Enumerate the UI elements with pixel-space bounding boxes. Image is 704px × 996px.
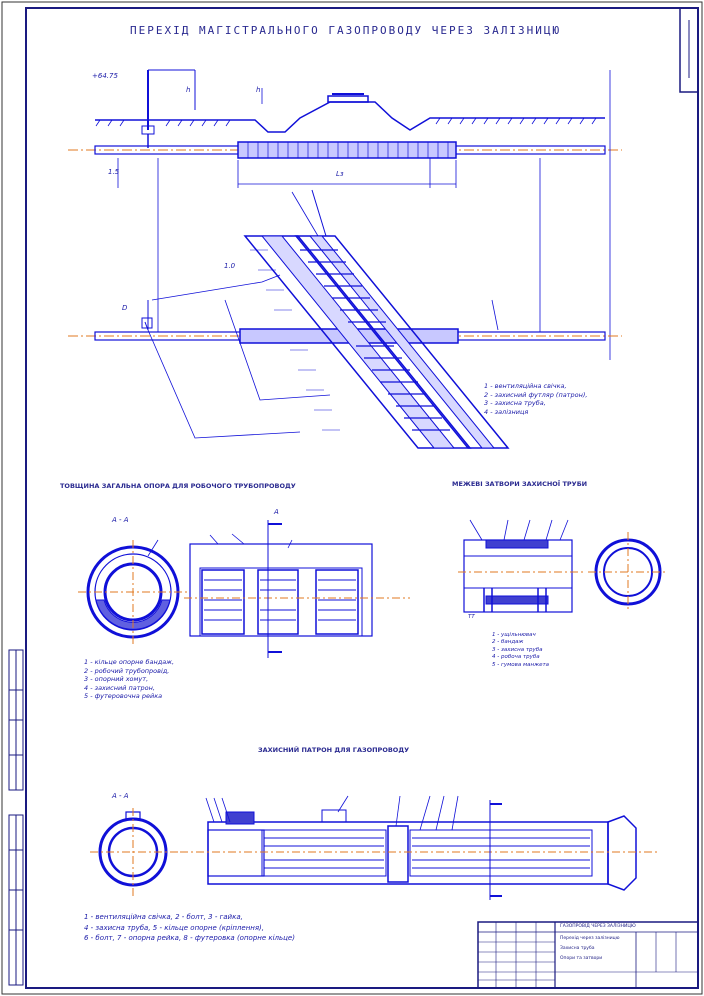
- plan-legend-item: 4 - залізниця: [484, 407, 529, 416]
- casing-legend: 1 - вентиляційна свічка, 2 - болт, 3 - г…: [84, 912, 295, 944]
- drawing-frame: [25, 7, 699, 989]
- support-legend: 1 - кільце опорне бандаж, 2 - робочий тр…: [84, 658, 174, 701]
- casing-section-title: ЗАХИСНИЙ ПАТРОН ДЛЯ ГАЗОПРОВОДУ: [258, 746, 410, 754]
- stamp-line: Перехід через залізницю: [560, 936, 620, 941]
- dimension-length: Lз: [336, 170, 344, 178]
- support-section: [78, 520, 410, 658]
- plan-legend: 1 - вентиляційна свічка, 2 - захисний фу…: [484, 382, 587, 416]
- seal-legend: 1 - ущільнювач 2 - бандаж 3 - захисна тр…: [492, 632, 549, 669]
- pipe-diameter-label: D: [122, 304, 128, 312]
- seal-legend-item: 2 - бандаж: [492, 639, 524, 646]
- seal-section: [458, 519, 668, 613]
- stamp-line: Опори та затвори: [560, 956, 603, 961]
- drawing-title: ПЕРЕХІД МАГІСТРАЛЬНОГО ГАЗОПРОВОДУ ЧЕРЕЗ…: [130, 24, 562, 37]
- seal-section-title: МЕЖЕВІ ЗАТВОРИ ЗАХИСНОЇ ТРУБИ: [452, 480, 588, 488]
- support-legend-item: 5 - футеровочна рейка: [84, 692, 163, 701]
- casing-legend-item: 1 - вентиляційна свічка, 2 - болт, 3 - г…: [84, 913, 243, 921]
- support-legend-item: 4 - захисний патрон,: [84, 683, 155, 692]
- dimension-h-top: h: [256, 86, 261, 94]
- seal-legend-item: 4 - робоча труба: [492, 654, 540, 661]
- ground-line: [95, 101, 605, 133]
- profile-view: [68, 69, 622, 360]
- casing-section: [90, 795, 660, 900]
- seal-legend-item: 3 - захисна труба: [492, 646, 543, 653]
- left-binding-strip: [8, 649, 24, 986]
- dimension-h-stack: h: [186, 86, 191, 94]
- plan-view: [68, 191, 622, 449]
- elevation-mark-left: 1.5: [108, 168, 120, 176]
- casing-pipe: [237, 141, 457, 159]
- seal-tt-label: ТТ: [468, 614, 475, 620]
- plan-legend-item: 2 - захисний футляр (патрон),: [484, 390, 588, 399]
- plan-legend-item: 1 - вентиляційна свічка,: [484, 382, 567, 390]
- corner-stamp: [679, 7, 699, 93]
- support-legend-item: 3 - опорний хомут,: [84, 675, 149, 684]
- support-legend-item: 2 - робочий трубопровід,: [84, 666, 170, 675]
- section-label-aa-support: А - А: [112, 516, 129, 524]
- cut-mark-a: А: [274, 508, 279, 516]
- plan-legend-item: 3 - захисна труба,: [484, 399, 546, 408]
- railway-track: [243, 235, 510, 449]
- support-legend-item: 1 - кільце опорне бандаж,: [84, 658, 175, 666]
- plan-dimension: 1.0: [224, 262, 236, 270]
- support-section-title: ТОВЩИНА ЗАГАЛЬНА ОПОРА ДЛЯ РОБОЧОГО ТРУБ…: [60, 482, 296, 490]
- seal-legend-item: 1 - ущільнювач: [492, 632, 536, 638]
- stamp-line: Захисна труба: [560, 946, 595, 951]
- stamp-title: ГАЗОПРОВІД ЧЕРЕЗ ЗАЛІЗНИЦЮ: [560, 924, 636, 929]
- casing-legend-item: 6 - болт, 7 - опорна рейка, 8 - футеровк…: [84, 934, 295, 942]
- casing-legend-item: 4 - захисна труба, 5 - кільце опорне (кр…: [84, 923, 265, 932]
- seal-legend-item: 5 - гумова манжета: [492, 661, 550, 668]
- elevation-mark: +64.75: [92, 72, 118, 80]
- section-label-aa-casing: А - А: [112, 792, 129, 800]
- title-block: [477, 921, 699, 989]
